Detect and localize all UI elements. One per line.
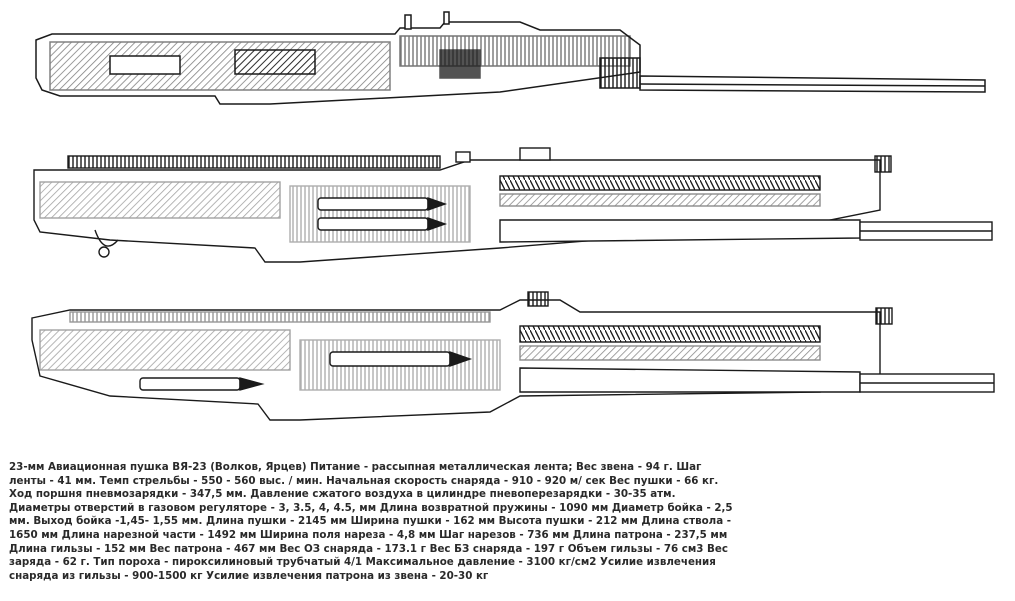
caption-line: Ход поршня пневмозарядки - 347,5 мм. Дав… xyxy=(9,488,676,501)
cannon-drawings xyxy=(31,11,995,421)
caption-line: мм. Выход бойка -1,45- 1,55 мм. Длина пу… xyxy=(9,515,732,528)
cannon-section-view-1 xyxy=(33,147,993,263)
cannon-section-view-2 xyxy=(31,291,995,421)
caption-line: Диаметры отверстий в газовом регуляторе … xyxy=(9,501,733,514)
caption-line: ленты - 41 мм. Темп стрельбы - 550 - 560… xyxy=(9,474,719,487)
caption-line: заряда - 62 г. Тип пороха - пироксилинов… xyxy=(9,556,716,569)
caption-line: 1650 мм Длина нарезной части - 1492 мм Ш… xyxy=(9,528,728,541)
caption-line: 23-мм Авиационная пушка ВЯ-23 (Волков, Я… xyxy=(9,461,702,473)
specifications-caption: 23-мм Авиационная пушка ВЯ-23 (Волков, Я… xyxy=(9,461,1009,583)
caption-line: Длина гильзы - 152 мм Вес патрона - 467 … xyxy=(9,542,728,555)
cannon-exterior-view xyxy=(35,11,986,105)
caption-line: снаряда из гильзы - 900-1500 кг Усилие и… xyxy=(9,569,489,582)
